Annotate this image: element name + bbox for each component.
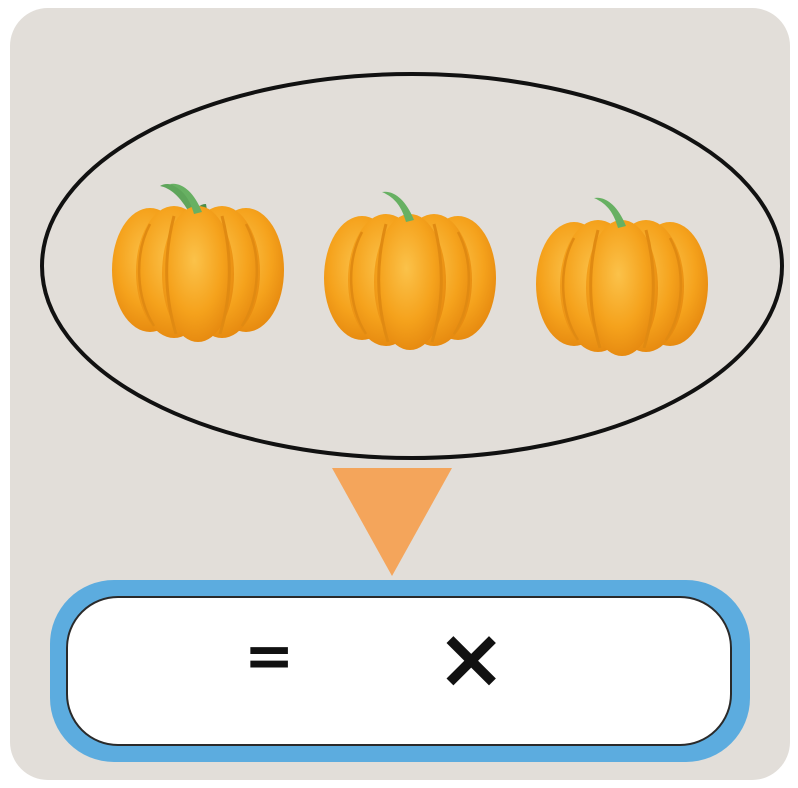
equals-sign: = (244, 626, 294, 686)
down-arrow-icon (330, 466, 454, 578)
answer-box: = × (50, 580, 750, 762)
pumpkin-icon (534, 188, 710, 356)
problem-card: = × (10, 8, 790, 780)
pumpkin-icon (110, 174, 286, 342)
answer-field[interactable]: = × (66, 596, 732, 746)
times-sign: × (436, 616, 506, 700)
pumpkin-group (38, 70, 786, 462)
pumpkin-icon (322, 182, 498, 350)
